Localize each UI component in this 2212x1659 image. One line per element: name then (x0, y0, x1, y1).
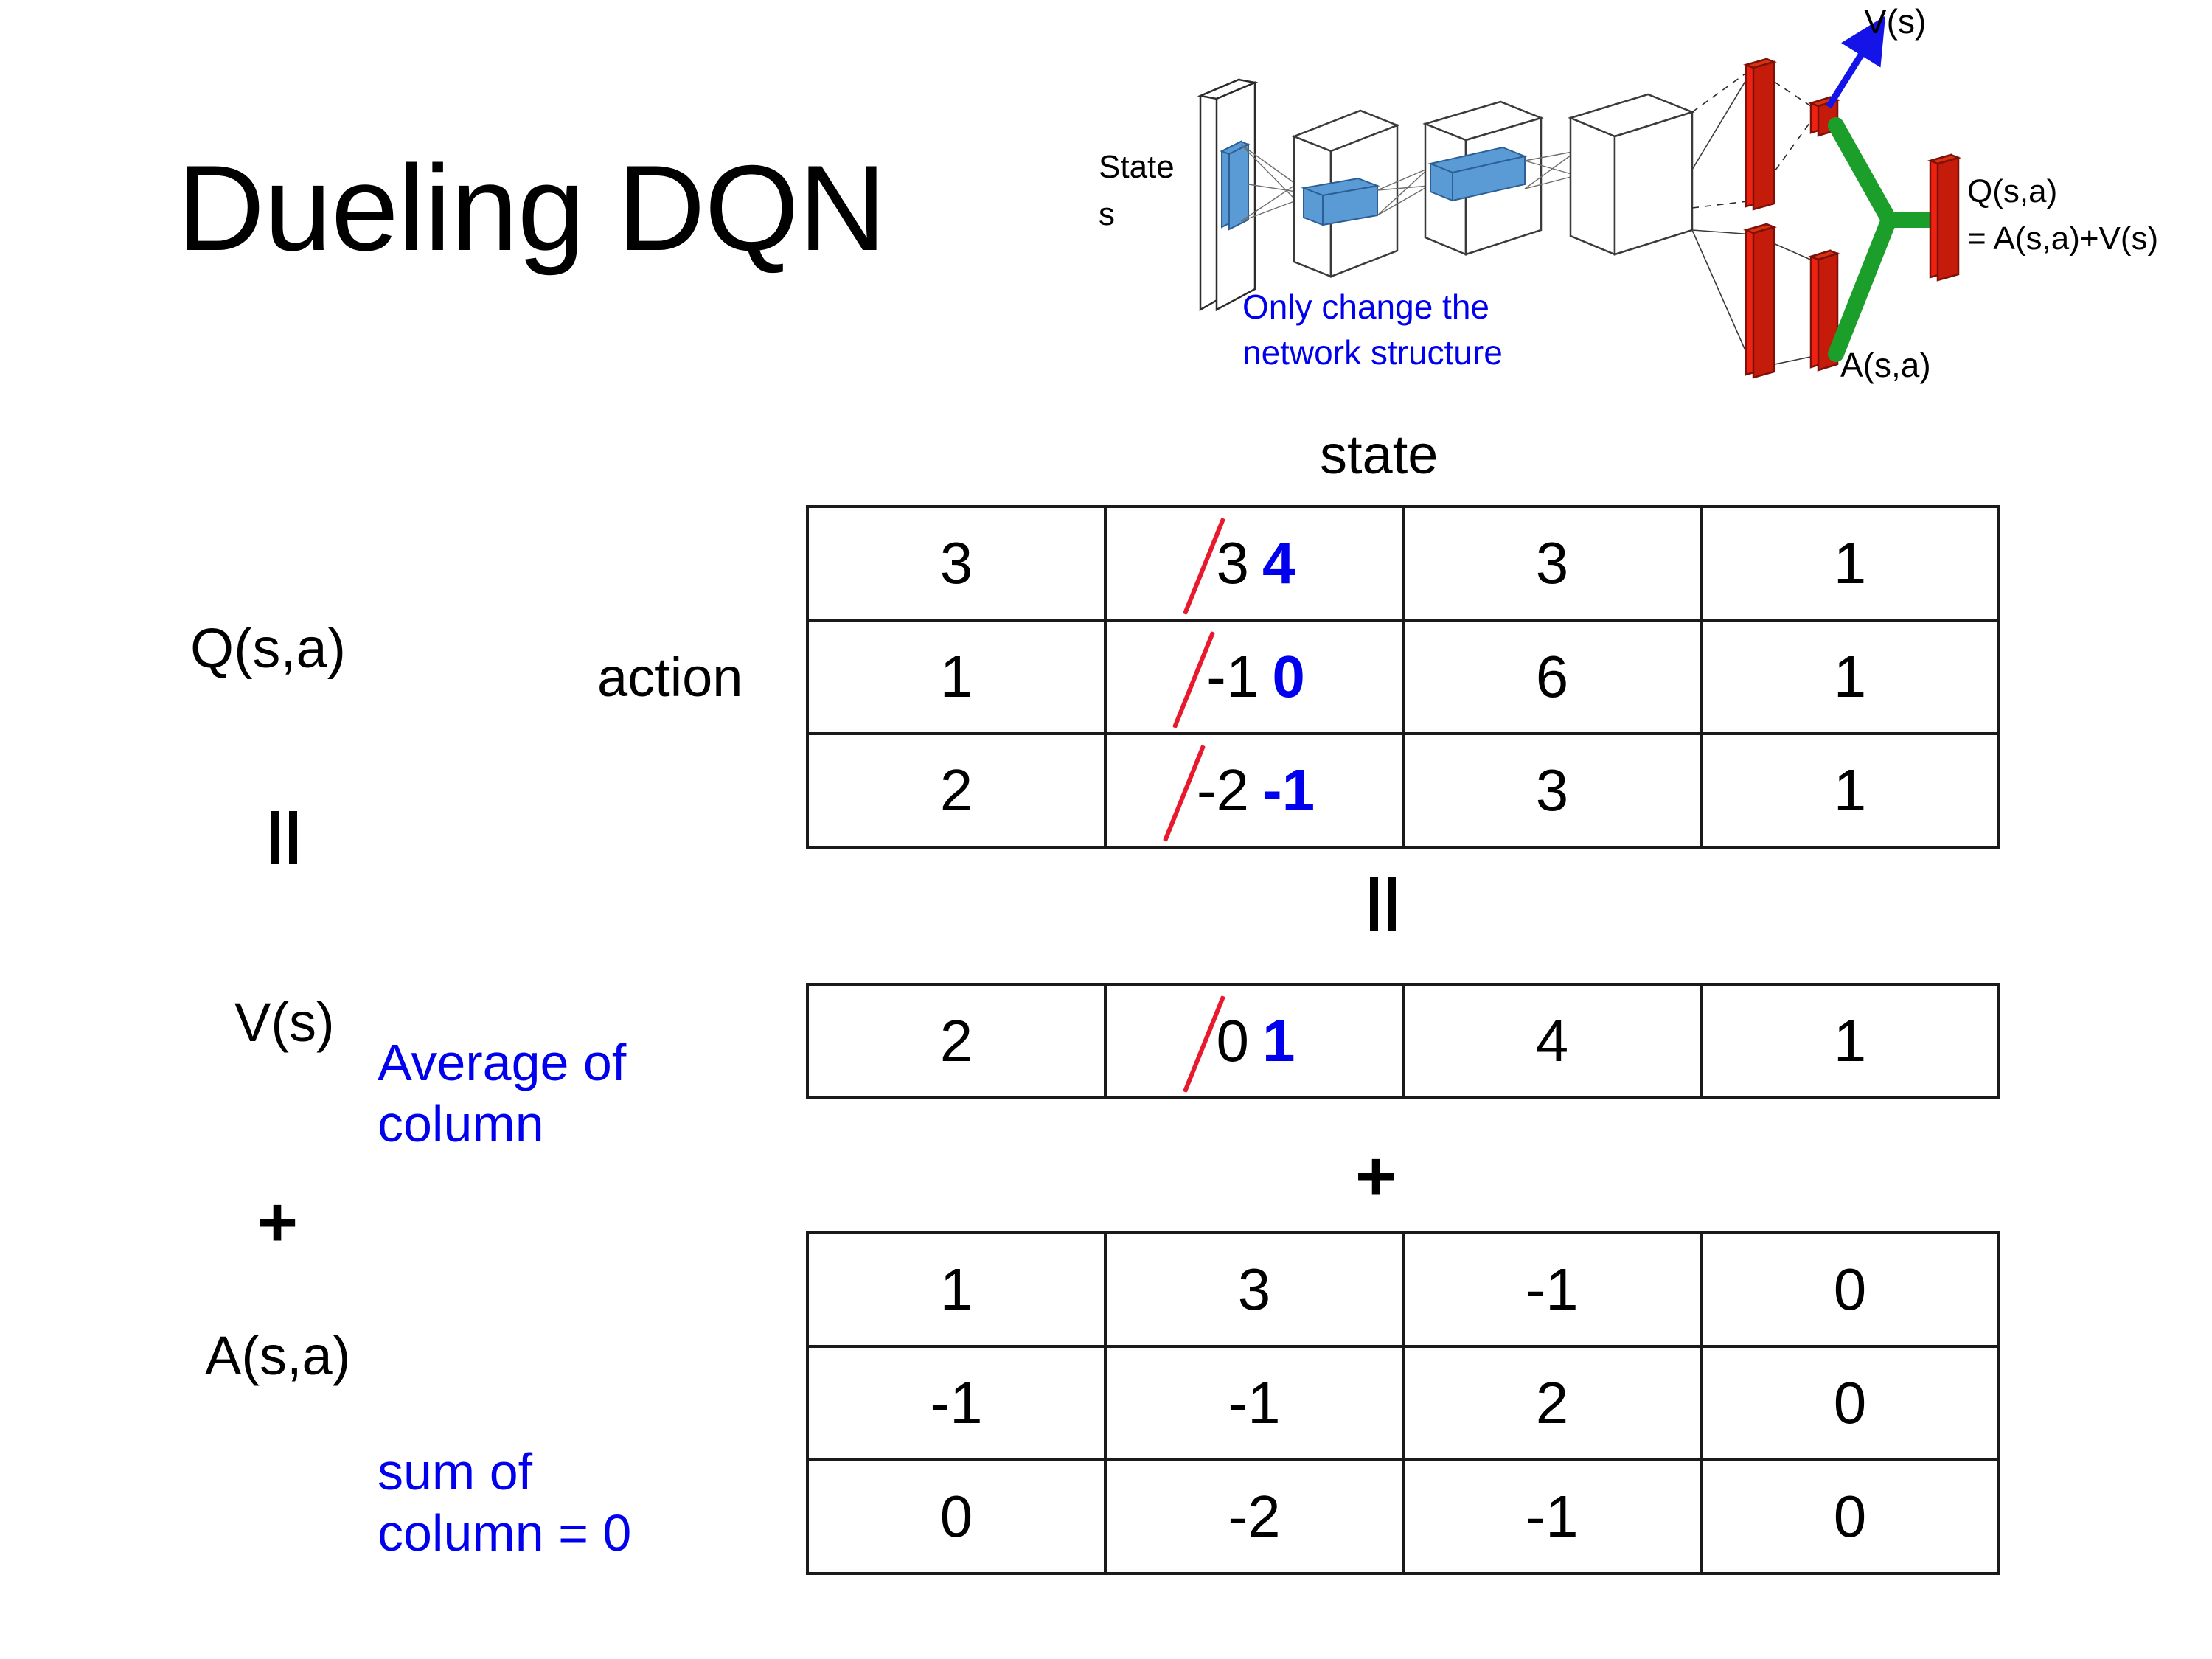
diagram-note-line1: Only change the (1242, 288, 1490, 326)
q-cell-r2c0: 2 (806, 732, 1107, 849)
v-cell-c1: 0 1 (1104, 983, 1405, 1099)
plus-operator-middle: + (1355, 1137, 1397, 1216)
q-cell-r1c1-old: -1 (1203, 643, 1262, 711)
q-cell-r2c3: 1 (1700, 732, 2000, 849)
q-cell-r1c1-new: 0 (1272, 644, 1305, 709)
dueling-network-diagram: State s Only change the network structur… (1099, 0, 2212, 413)
table-row: 2 -2 -1 3 1 (806, 732, 2000, 849)
q-cell-r0c1-new: 4 (1262, 530, 1295, 596)
page-title: Dueling DQN (177, 140, 886, 276)
a-cell-r2c2: -1 (1402, 1458, 1703, 1575)
a-cell-r0c3: 0 (1700, 1231, 2000, 1348)
a-table: 1 3 -1 0 -1 -1 2 0 0 -2 -1 0 (806, 1231, 2000, 1575)
a-cell-r2c3: 0 (1700, 1458, 2000, 1575)
q-cell-r1c0: 1 (806, 619, 1107, 735)
note-average-line2: column (378, 1094, 544, 1152)
v-cell-c0: 2 (806, 983, 1107, 1099)
row-label-v: V(s) (234, 992, 335, 1053)
diagram-q-label: Q(s,a) = A(s,a)+V(s) (1967, 168, 2158, 262)
q-cell-r2c2: 3 (1402, 732, 1703, 849)
v-cell-c2: 4 (1402, 983, 1703, 1099)
note-average-of-column: Average of column (378, 1032, 626, 1154)
axis-label-state: state (1320, 424, 1439, 485)
v-table: 2 0 1 4 1 (806, 983, 2000, 1099)
v-cell-c1-old: 0 (1214, 1007, 1253, 1075)
row-label-q: Q(s,a) (190, 617, 347, 680)
a-cell-r0c0: 1 (806, 1231, 1107, 1348)
a-cell-r1c2: 2 (1402, 1345, 1703, 1461)
v-cell-c1-new: 1 (1262, 1008, 1295, 1074)
q-cell-r1c1: -1 0 (1104, 619, 1405, 735)
note-sum-of-column: sum of column = 0 (378, 1441, 631, 1563)
diagram-note: Only change the network structure (1242, 284, 1503, 375)
diagram-input-label-line2: s (1099, 195, 1115, 232)
a-cell-r1c1: -1 (1104, 1345, 1405, 1461)
note-average-line1: Average of (378, 1034, 627, 1091)
q-cell-r1c3: 1 (1700, 619, 2000, 735)
q-cell-r2c1-new: -1 (1262, 757, 1315, 823)
table-row: 0 -2 -1 0 (806, 1458, 2000, 1575)
diagram-value-label: V(s) (1864, 2, 1927, 41)
q-cell-r2c1-old: -2 (1194, 757, 1252, 824)
q-table: 3 3 4 3 1 1 -1 0 6 1 2 -2 -1 3 1 (806, 505, 2000, 849)
note-sum-line2: column = 0 (378, 1503, 632, 1562)
a-cell-r2c1: -2 (1104, 1458, 1405, 1575)
diagram-input-label: State s (1099, 144, 1175, 238)
equals-operator-middle (1366, 877, 1404, 931)
a-cell-r0c2: -1 (1402, 1231, 1703, 1348)
table-row: -1 -1 2 0 (806, 1345, 2000, 1461)
q-cell-r0c1: 3 4 (1104, 505, 1405, 622)
q-cell-r1c2: 6 (1402, 619, 1703, 735)
table-row: 3 3 4 3 1 (806, 505, 2000, 622)
table-row: 1 -1 0 6 1 (806, 619, 2000, 735)
q-cell-r0c1-old: 3 (1214, 529, 1253, 597)
row-label-a: A(s,a) (205, 1325, 351, 1386)
diagram-input-label-line1: State (1099, 149, 1175, 185)
diagram-q-label-line2: = A(s,a)+V(s) (1967, 220, 2159, 257)
plus-operator-left: + (257, 1183, 299, 1262)
diagram-q-label-line1: Q(s,a) (1967, 173, 2058, 209)
axis-label-action: action (597, 647, 743, 708)
q-cell-r0c2: 3 (1402, 505, 1703, 622)
q-cell-r0c0: 3 (806, 505, 1107, 622)
a-cell-r1c0: -1 (806, 1345, 1107, 1461)
diagram-advantage-label: A(s,a) (1840, 346, 1931, 384)
q-cell-r0c3: 1 (1700, 505, 2000, 622)
a-cell-r1c3: 0 (1700, 1345, 2000, 1461)
q-cell-r2c1: -2 -1 (1104, 732, 1405, 849)
a-cell-r0c1: 3 (1104, 1231, 1405, 1348)
table-row: 2 0 1 4 1 (806, 983, 2000, 1099)
diagram-note-line2: network structure (1242, 333, 1503, 372)
v-cell-c3: 1 (1700, 983, 2000, 1099)
a-cell-r2c0: 0 (806, 1458, 1107, 1575)
table-row: 1 3 -1 0 (806, 1231, 2000, 1348)
note-sum-line1: sum of (378, 1443, 533, 1500)
equals-operator-left (267, 811, 305, 864)
